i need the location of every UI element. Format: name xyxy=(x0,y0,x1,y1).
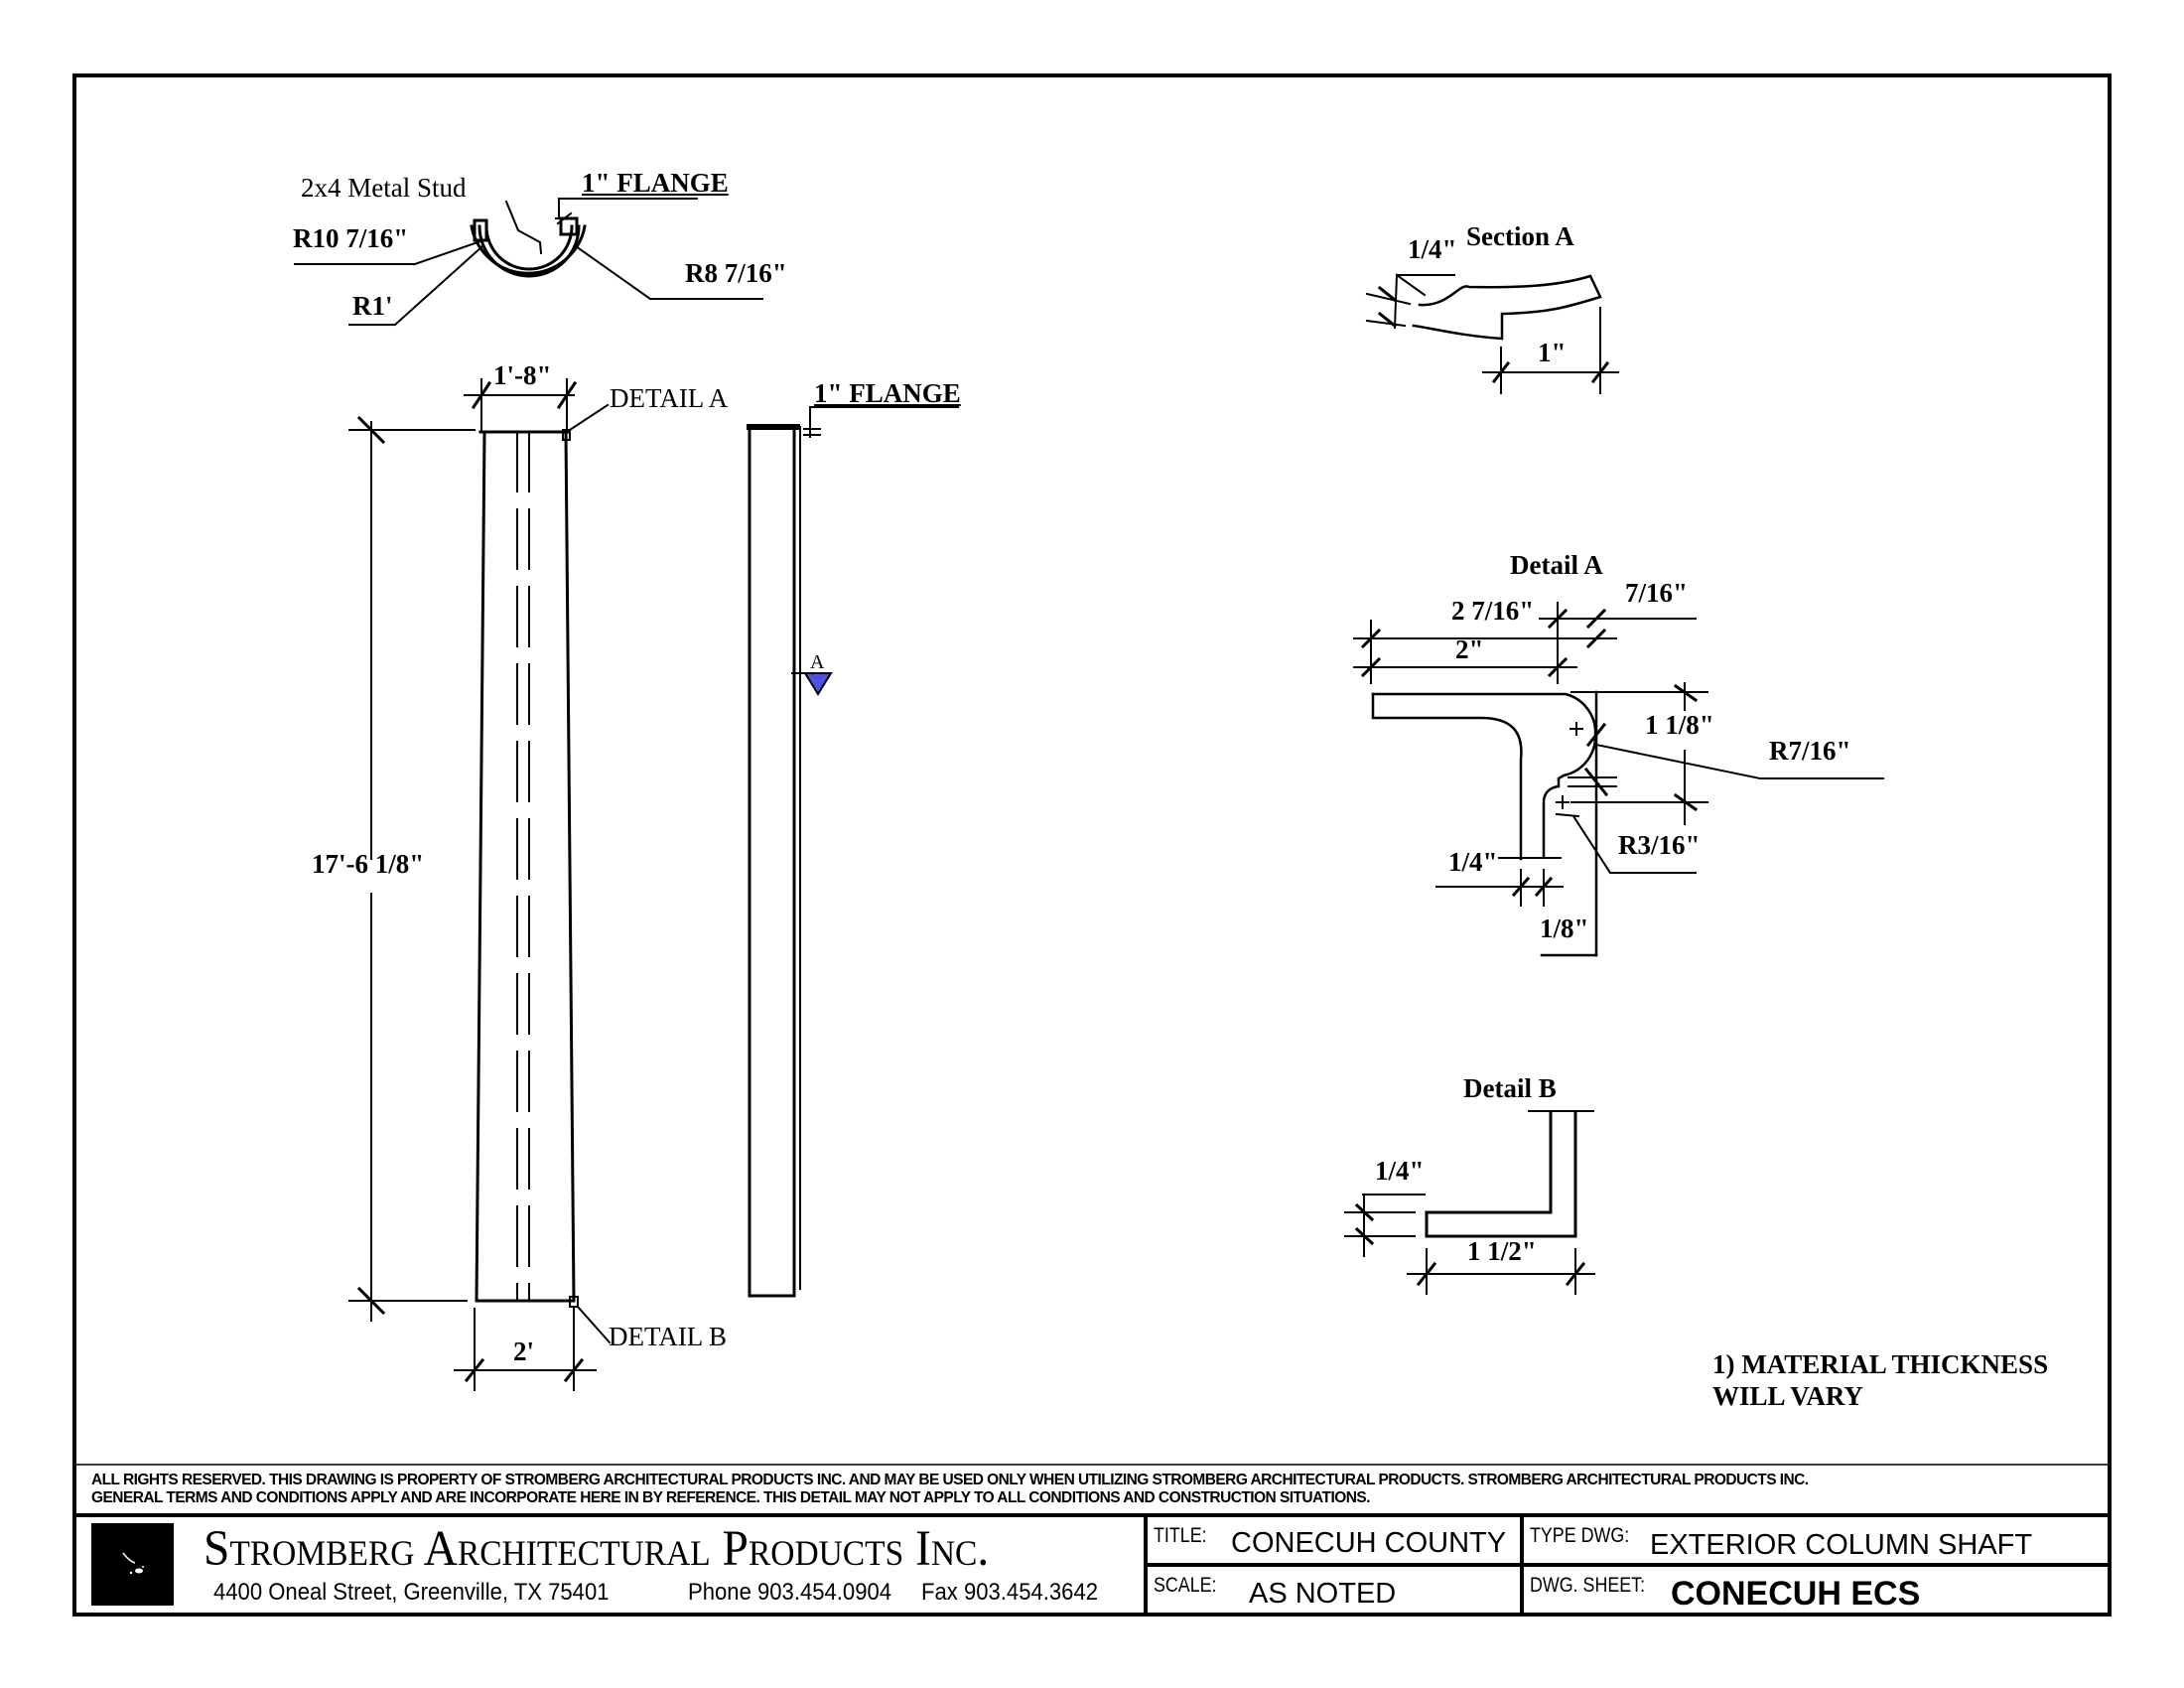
disclaimer-line-1: ALL RIGHTS RESERVED. THIS DRAWING IS PRO… xyxy=(91,1472,1809,1488)
detail-a-radius-large: R7/16" xyxy=(1769,736,1851,766)
page-border xyxy=(72,73,2112,1617)
title-value: CONECUH COUNTY xyxy=(1231,1527,1507,1559)
detail-b-title: Detail B xyxy=(1463,1073,1557,1103)
section-a-thickness: 1/4" xyxy=(1408,234,1457,264)
detail-a-dim-height: 1 1/8" xyxy=(1645,710,1714,740)
company-name: Stromberg Architectural Products Inc. xyxy=(204,1521,990,1577)
radius-small-label: R1' xyxy=(352,291,393,321)
section-marker-letter: A xyxy=(810,651,825,673)
detail-a-dim-offset: 7/16" xyxy=(1625,578,1688,608)
detail-a-dim-thickness: 1/4" xyxy=(1448,847,1498,877)
detail-b-drawing xyxy=(1344,1110,1595,1295)
section-a-flange: 1" xyxy=(1538,338,1567,367)
detail-b-callout[interactable]: DETAIL B xyxy=(609,1322,728,1351)
detail-a-dim-gap: 1/8" xyxy=(1540,914,1589,943)
height-dim: 17'-6 1/8" xyxy=(312,849,425,879)
scale-label: SCALE: xyxy=(1154,1574,1217,1597)
top-width-dim: 1'-8" xyxy=(493,360,552,390)
logo-mark-icon xyxy=(122,1552,144,1575)
note-line-2: WILL VARY xyxy=(1712,1381,1863,1411)
detail-a-dim-overall: 2 7/16" xyxy=(1451,596,1535,626)
section-a-drawing xyxy=(1365,273,1619,394)
side-flange-label: 1" FLANGE xyxy=(814,378,961,408)
detail-b-length: 1 1/2" xyxy=(1467,1236,1537,1266)
dwg-sheet-value: CONECUH ECS xyxy=(1671,1575,1921,1613)
detail-a-drawing xyxy=(1353,602,1884,957)
note-line-1: 1) MATERIAL THICKNESS xyxy=(1712,1349,2049,1379)
section-marker-a[interactable] xyxy=(803,672,833,696)
plan-detail xyxy=(294,198,763,327)
section-marker-triangle xyxy=(803,672,833,696)
type-dwg-label: TYPE DWG: xyxy=(1530,1524,1630,1547)
detail-b-thickness: 1/4" xyxy=(1375,1156,1425,1186)
detail-a-dim-flange: 2" xyxy=(1455,634,1484,664)
type-dwg-value: EXTERIOR COLUMN SHAFT xyxy=(1650,1529,2033,1561)
radius-inner-label: R8 7/16" xyxy=(685,258,787,288)
company-fax: Fax 903.454.3642 xyxy=(921,1579,1099,1606)
notes: 1) MATERIAL THICKNESS WILL VARY xyxy=(1712,1348,2048,1412)
company-address: 4400 Oneal Street, Greenville, TX 75401 xyxy=(213,1579,610,1606)
plan-flange-label: 1" FLANGE xyxy=(582,168,729,198)
column-elevation xyxy=(348,378,612,1391)
bottom-width-dim: 2' xyxy=(513,1336,535,1366)
detail-a-radius-small: R3/16" xyxy=(1618,830,1701,860)
radius-outer-label: R10 7/16" xyxy=(293,223,409,253)
scale-value: AS NOTED xyxy=(1249,1578,1397,1610)
company-phone: Phone 903.454.0904 xyxy=(688,1579,892,1606)
company-logo xyxy=(91,1523,174,1606)
stud-label: 2x4 Metal Stud xyxy=(301,173,467,203)
detail-a-title: Detail A xyxy=(1510,550,1603,580)
disclaimer-line-2: GENERAL TERMS AND CONDITIONS APPLY AND A… xyxy=(91,1489,1370,1506)
column-side-view xyxy=(747,406,959,1298)
detail-a-callout[interactable]: DETAIL A xyxy=(610,383,729,413)
title-label: TITLE: xyxy=(1154,1524,1207,1547)
dwg-sheet-label: DWG. SHEET: xyxy=(1530,1574,1646,1597)
section-a-title: Section A xyxy=(1466,221,1574,251)
